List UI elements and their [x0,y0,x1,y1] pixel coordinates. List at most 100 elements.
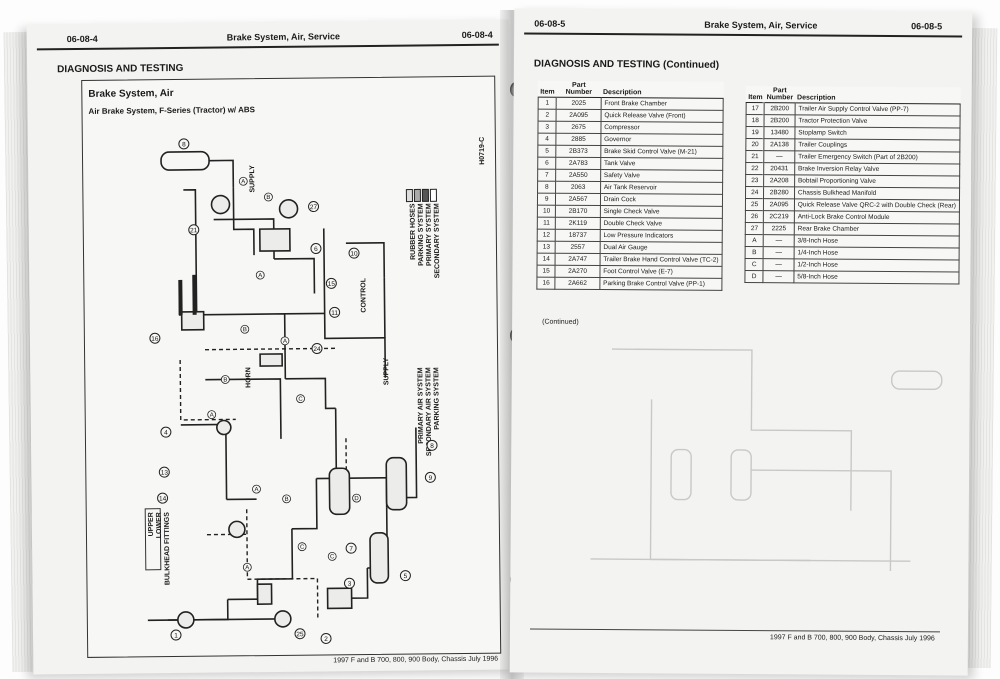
right-page-number: 06-08-5 [534,18,566,29]
cell-part: 2K119 [555,217,601,230]
cell-item: 11 [537,217,556,230]
dual-gauge [216,419,232,436]
cell-item: C [744,258,764,271]
cell-part: 13480 [764,126,795,139]
compressor [326,587,353,610]
cell-part: 18737 [555,229,601,242]
cell-part: 2A567 [555,193,601,206]
rear-chamber-right [274,610,292,628]
svg-text:A: A [283,339,287,345]
left-page-number: 06-08-4 [66,33,98,45]
svg-text:5: 5 [404,573,408,580]
secondary-tank [328,467,351,516]
cell-item: D [744,270,764,283]
cell-part: 2B280 [763,186,795,199]
left-page-number-right: 06-08-4 [461,29,493,40]
cell-part: 2225 [763,222,795,235]
skid-control-valve [258,227,291,252]
rear-chamber-left [177,611,195,629]
cell-item: B [745,246,764,259]
right-page-number-right: 06-08-5 [911,21,943,32]
cell-item: 12 [537,229,556,242]
cell-desc: Parking Brake Control Valve (PP-1) [599,277,722,291]
cell-item: 27 [745,222,764,235]
svg-text:8: 8 [430,443,434,450]
left-header-title: Brake System, Air, Service [226,31,341,43]
diagram-box: Brake System, Air Air Brake System, F-Se… [81,75,502,658]
cell-item: 6 [537,157,557,170]
wet-tank [369,532,390,584]
cell-item: 17 [746,102,765,115]
svg-text:25: 25 [296,631,304,638]
cell-item: 26 [745,210,764,223]
cell-desc: Tank Valve [600,157,723,171]
cell-desc: Air Tank Reservoir [600,181,723,195]
cell-part: 2675 [556,121,601,134]
svg-text:A: A [241,179,245,185]
svg-text:C: C [300,545,305,551]
bulkhead-manifold [259,353,284,367]
trailer-coupling [228,520,246,539]
cell-item: 9 [537,193,556,206]
cell-desc: 5/8-Inch Hose [793,270,959,285]
right-header: 06-08-5 Brake System, Air, Service 06-08… [524,16,963,38]
svg-text:C: C [330,554,335,560]
cell-part: 2B170 [555,205,601,218]
svg-text:9: 9 [429,475,433,482]
svg-text:27: 27 [310,204,318,211]
cell-item: 14 [537,253,556,266]
cell-item: 13 [537,241,556,254]
cell-desc: Quick Release Valve (Front) [600,109,724,123]
svg-text:14: 14 [159,496,167,503]
cell-desc: Brake Skid Control Valve (M-21) [600,145,723,159]
right-section-title: DIAGNOSIS AND TESTING (Continued) [533,58,720,71]
cell-item: 25 [745,198,764,211]
cell-desc: Low Pressure Indicators [599,229,723,243]
cell-part: 2A783 [556,157,601,170]
cell-item: 8 [537,181,557,194]
cell-part: 2A095 [763,198,795,211]
svg-text:11: 11 [331,310,338,317]
svg-text:21: 21 [190,227,198,234]
col-description-2: Description [795,86,961,105]
cell-desc: Double Check Valve [600,217,723,231]
cell-part: 2B200 [764,102,796,115]
cell-desc: Governor [600,133,723,147]
cell-part: 2885 [556,133,601,146]
left-section-title: DIAGNOSIS AND TESTING [57,62,184,76]
front-tank [160,150,210,171]
primary-tank [385,456,408,511]
cell-part: — [764,150,795,163]
cell-item: A [745,234,764,247]
svg-text:B: B [285,497,289,503]
cell-part: 2A095 [556,109,601,122]
cell-item: 22 [745,162,765,175]
svg-text:16: 16 [151,336,159,343]
col-item: Item [538,80,557,98]
cell-part: 2025 [556,97,601,110]
cell-part: 2B373 [556,145,601,158]
cell-part: 2A138 [764,138,795,151]
svg-text:7: 7 [349,546,353,553]
cell-part: 2063 [555,181,601,194]
svg-text:24: 24 [313,346,321,353]
cell-item: 19 [745,126,765,139]
cell-desc: Compressor [600,121,724,135]
svg-text:A: A [254,487,258,493]
svg-text:1: 1 [174,632,178,639]
cell-desc: Dual Air Gauge [599,241,723,255]
cell-item: 24 [745,186,764,199]
right-footer: 1997 F and B 700, 800, 900 Body, Chassis… [769,634,935,643]
bleed-through-diagram [590,348,943,572]
right-page: 06-08-5 Brake System, Air, Service 06-08… [509,8,973,676]
svg-text:D: D [354,496,359,502]
cell-item: 1 [538,97,557,110]
left-footer: 1997 F and B 700, 800, 900 Body, Chassis… [333,655,499,665]
cell-part: 2A208 [763,174,795,187]
right-frame-bottom [529,628,940,633]
